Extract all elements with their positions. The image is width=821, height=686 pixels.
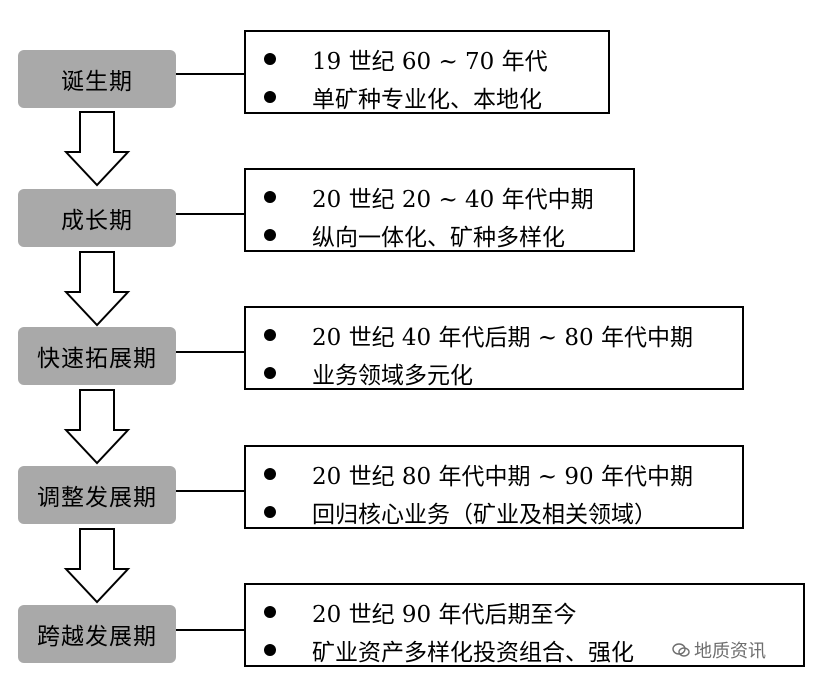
hollow-down-arrow-icon — [63, 111, 131, 187]
stage-desc-birth: 19 世纪 60 ~ 70 年代 单矿种专业化、本地化 — [244, 30, 610, 114]
stage-desc-leapfrog: 20 世纪 90 年代后期至今 矿业资产多样化投资组合、强化 — [244, 583, 805, 667]
wechat-icon — [672, 643, 690, 657]
connector-line — [176, 351, 244, 353]
stage-label: 成长期 — [61, 208, 133, 234]
stage-box-growth: 成长期 — [18, 189, 176, 247]
bullet-text: 20 世纪 40 年代后期 ~ 80 年代中期 — [312, 325, 693, 351]
hollow-down-arrow-icon — [63, 389, 131, 465]
stage-box-birth: 诞生期 — [18, 50, 176, 108]
bullet-text: 单矿种专业化、本地化 — [312, 87, 542, 113]
bullet-text: 纵向一体化、矿种多样化 — [312, 225, 565, 251]
bullet-text: 20 世纪 90 年代后期至今 — [312, 602, 577, 628]
bullet-text: 20 世纪 80 年代中期 ~ 90 年代中期 — [312, 464, 693, 490]
bullet-dot-icon — [264, 53, 276, 65]
bullet-dot-icon — [264, 506, 276, 518]
stage-label: 快速拓展期 — [37, 346, 157, 372]
stage-box-adjustment: 调整发展期 — [18, 466, 176, 524]
bullet-item: 单矿种专业化、本地化 — [264, 80, 542, 114]
connector-line — [176, 629, 244, 631]
bullet-item: 纵向一体化、矿种多样化 — [264, 218, 565, 252]
bullet-dot-icon — [264, 91, 276, 103]
stage-desc-adjustment: 20 世纪 80 年代中期 ~ 90 年代中期 回归核心业务（矿业及相关领域） — [244, 445, 744, 529]
bullet-dot-icon — [264, 606, 276, 618]
stage-box-rapid-expansion: 快速拓展期 — [18, 327, 176, 385]
bullet-dot-icon — [264, 229, 276, 241]
bullet-item: 20 世纪 80 年代中期 ~ 90 年代中期 — [264, 457, 693, 491]
connector-line — [176, 213, 244, 215]
bullet-dot-icon — [264, 367, 276, 379]
bullet-dot-icon — [264, 191, 276, 203]
bullet-item: 业务领域多元化 — [264, 356, 473, 390]
bullet-text: 19 世纪 60 ~ 70 年代 — [312, 49, 548, 75]
hollow-down-arrow-icon — [63, 251, 131, 327]
stage-desc-rapid-expansion: 20 世纪 40 年代后期 ~ 80 年代中期 业务领域多元化 — [244, 306, 744, 390]
bullet-item: 回归核心业务（矿业及相关领域） — [264, 495, 657, 529]
stage-box-leapfrog: 跨越发展期 — [18, 605, 176, 663]
stage-desc-growth: 20 世纪 20 ~ 40 年代中期 纵向一体化、矿种多样化 — [244, 168, 635, 252]
connector-line — [176, 73, 244, 75]
bullet-text: 20 世纪 20 ~ 40 年代中期 — [312, 187, 594, 213]
stage-label: 诞生期 — [61, 69, 133, 95]
bullet-item: 20 世纪 20 ~ 40 年代中期 — [264, 180, 594, 214]
connector-line — [176, 490, 244, 492]
bullet-text: 矿业资产多样化投资组合、强化 — [312, 640, 634, 666]
bullet-item: 19 世纪 60 ~ 70 年代 — [264, 42, 548, 76]
bullet-dot-icon — [264, 644, 276, 656]
bullet-item: 20 世纪 90 年代后期至今 — [264, 595, 576, 629]
watermark: 地质资讯 — [672, 637, 766, 663]
hollow-down-arrow-icon — [63, 528, 131, 604]
bullet-item: 矿业资产多样化投资组合、强化 — [264, 633, 634, 667]
bullet-item: 20 世纪 40 年代后期 ~ 80 年代中期 — [264, 318, 693, 352]
bullet-dot-icon — [264, 329, 276, 341]
bullet-text: 回归核心业务（矿业及相关领域） — [312, 502, 657, 528]
bullet-dot-icon — [264, 468, 276, 480]
bullet-text: 业务领域多元化 — [312, 363, 473, 389]
stage-label: 跨越发展期 — [37, 624, 157, 650]
watermark-text: 地质资讯 — [694, 641, 766, 662]
stage-label: 调整发展期 — [37, 485, 157, 511]
